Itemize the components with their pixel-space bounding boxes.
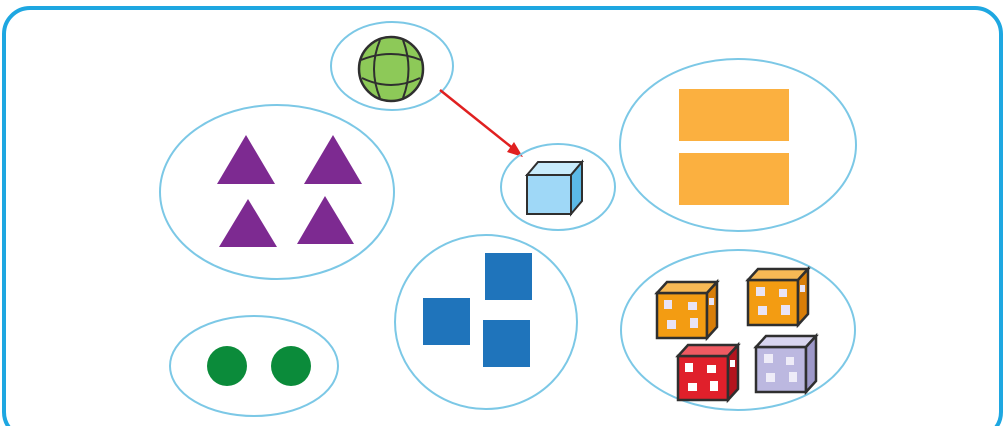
blue-square-icon <box>485 253 532 300</box>
purple-triangle-icon <box>217 135 275 184</box>
sphere-group-outline <box>330 21 454 111</box>
triangle-group <box>159 104 395 280</box>
orange-rectangle-icon <box>679 153 789 205</box>
blue-square-icon <box>423 298 470 345</box>
rectangle-group-outline <box>619 58 857 232</box>
green-sphere-icon <box>357 35 425 103</box>
purple-triangle-icon <box>219 199 277 247</box>
purple-triangle-icon <box>297 196 354 244</box>
dice-group-outline <box>620 249 856 411</box>
lavender-patterned-cube-icon <box>753 332 819 396</box>
arrowhead-icon <box>507 142 523 157</box>
green-circle-icon <box>271 346 311 386</box>
dice-group <box>620 249 856 411</box>
sphere-group <box>330 21 454 111</box>
square-group-outline <box>394 234 578 410</box>
green-circle-icon <box>207 346 247 386</box>
rectangle-group <box>619 58 857 232</box>
blue-square-icon <box>483 320 530 367</box>
circle-group <box>169 315 339 417</box>
orange-patterned-cube-icon <box>654 278 720 342</box>
arrow-connector <box>439 89 523 157</box>
orange-patterned-cube-icon <box>745 265 811 329</box>
red-patterned-cube-icon <box>675 341 741 404</box>
purple-triangle-icon <box>304 135 362 184</box>
light-blue-cube-icon <box>524 159 585 217</box>
outer-frame <box>2 6 1003 426</box>
orange-rectangle-icon <box>679 89 789 141</box>
circle-group-outline <box>169 315 339 417</box>
cube-group-outline <box>500 143 616 231</box>
cube-group <box>500 143 616 231</box>
square-group <box>394 234 578 410</box>
triangle-group-outline <box>159 104 395 280</box>
